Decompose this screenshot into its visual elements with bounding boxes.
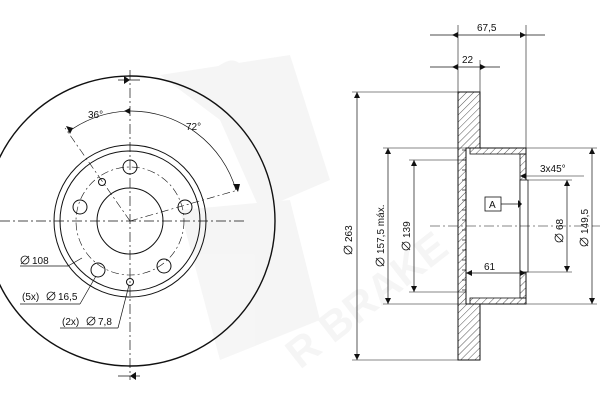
small-holes-count: (2x) xyxy=(62,317,79,328)
pcd-label: 108 xyxy=(32,256,49,267)
bolt-hole-dia: 16,5 xyxy=(58,292,78,303)
bore-label: 68 xyxy=(555,218,566,230)
diameter-symbol xyxy=(20,255,30,265)
chamfer-label: 3x45° xyxy=(540,164,566,175)
watermark-logo-shape xyxy=(180,200,320,360)
hat-depth-label: 61 xyxy=(484,262,496,273)
hat-top-wall xyxy=(469,147,527,155)
hat-dia-label: 149,5 xyxy=(580,209,591,234)
friction-max-label: 157,5 máx. xyxy=(376,205,387,254)
outer-disc-circle xyxy=(0,75,276,367)
bolt-hole xyxy=(72,199,88,215)
angle-36-arc xyxy=(67,110,131,133)
bolt-holes-count: (5x) xyxy=(22,292,39,303)
hat-outer-circle xyxy=(53,144,207,298)
outer-dia-label: 263 xyxy=(344,225,355,242)
angle-36-label: 36° xyxy=(88,110,103,121)
small-hole xyxy=(98,178,106,186)
angle-72-label: 72° xyxy=(186,122,201,133)
diameter-symbol xyxy=(46,291,56,301)
thickness-22-label: 22 xyxy=(462,55,474,66)
angle-72-arc xyxy=(129,110,237,191)
hat-inner-circle xyxy=(59,150,201,292)
center-bore-circle xyxy=(96,187,164,255)
small-hole-dia: 7,8 xyxy=(98,317,112,328)
bolt-hole xyxy=(122,159,138,175)
diameter-symbol xyxy=(86,316,96,326)
pcd-circle xyxy=(75,166,185,276)
hat-bottom-wall xyxy=(469,297,527,305)
inner-139-label: 139 xyxy=(402,221,413,238)
bolt-hole xyxy=(156,258,172,274)
datum-label: A xyxy=(489,200,496,211)
height-67-label: 67,5 xyxy=(477,23,497,34)
small-hole xyxy=(126,278,134,286)
bolt-hole xyxy=(90,262,106,278)
